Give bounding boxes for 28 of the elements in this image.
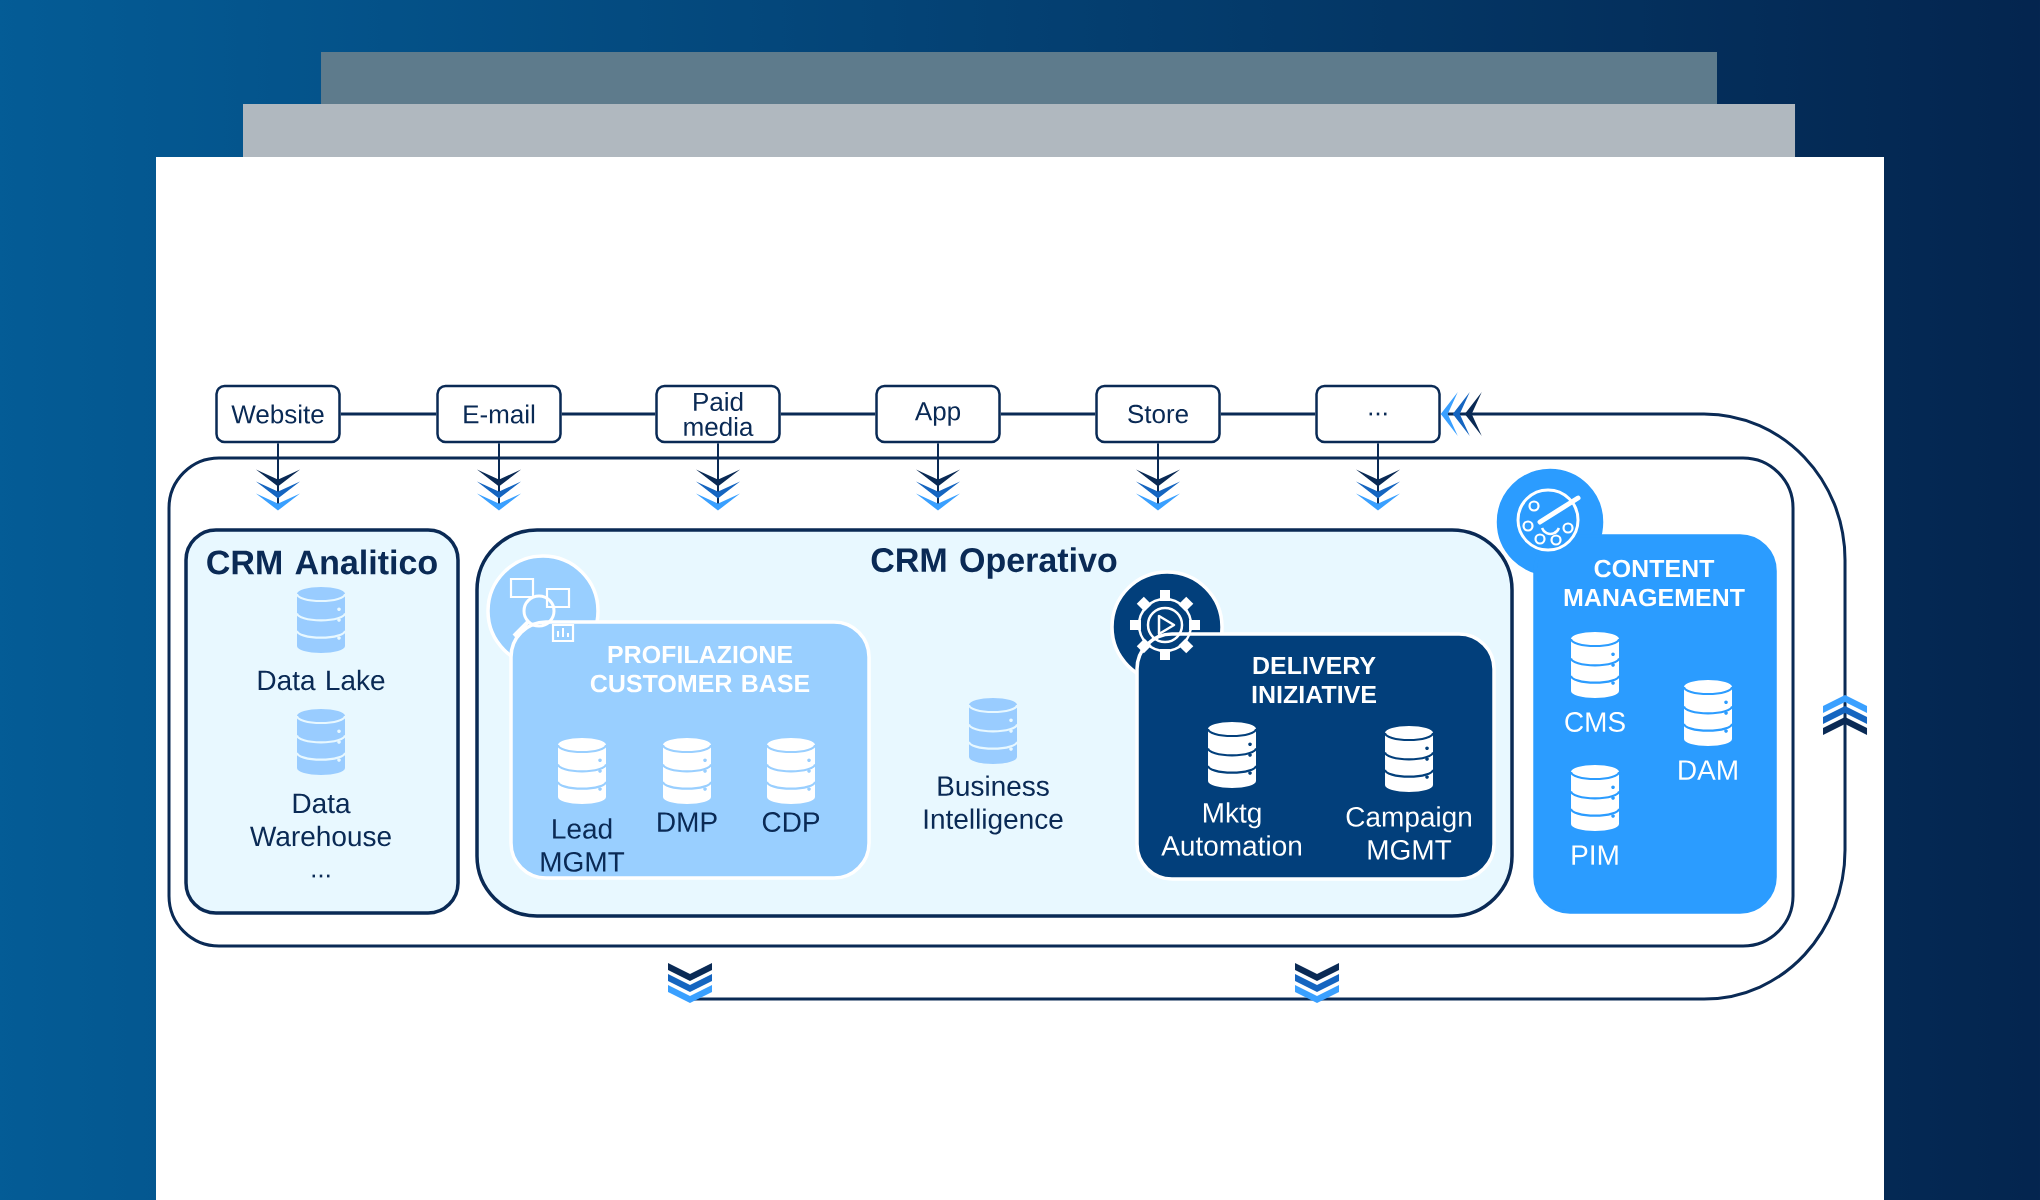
item-label: Data Lake <box>258 669 385 691</box>
channel-box: Paid media <box>655 384 781 444</box>
item-label: Mktg Automation <box>1161 802 1301 856</box>
item-label: DMP <box>658 812 717 832</box>
connector-line <box>561 412 656 416</box>
channel-box: Website <box>215 384 341 444</box>
item-label: ... <box>312 874 330 878</box>
connector-line <box>340 412 437 416</box>
box-heading: CRM Analitico <box>207 549 437 575</box>
item-label: CDP <box>762 812 820 832</box>
box-heading: DELIVERY INIZIATIVE <box>1252 656 1376 704</box>
item-label: Campaign MGMT <box>1346 806 1471 860</box>
item-label: DAM <box>1679 760 1737 780</box>
item-label: Business Intelligence <box>924 775 1063 835</box>
item-label: Lead MGMT <box>541 818 625 872</box>
item-label: CMS <box>1565 712 1625 732</box>
box-heading: CONTENT MANAGEMENT <box>1564 559 1745 607</box>
box-heading: PROFILAZIONE CUSTOMER BASE <box>590 645 810 693</box>
connector-line <box>780 412 876 416</box>
channel-box: Store <box>1095 384 1221 444</box>
item-label: Data Warehouse <box>250 793 391 847</box>
channel-box: ... <box>1315 384 1441 444</box>
item-label: PIM <box>1572 845 1618 865</box>
channel-box: App <box>875 384 1001 444</box>
channel-box: E-mail <box>436 384 562 444</box>
connector-line <box>1220 412 1316 416</box>
connector-line <box>1000 412 1096 416</box>
box-heading: CRM Operativo <box>871 547 1117 579</box>
